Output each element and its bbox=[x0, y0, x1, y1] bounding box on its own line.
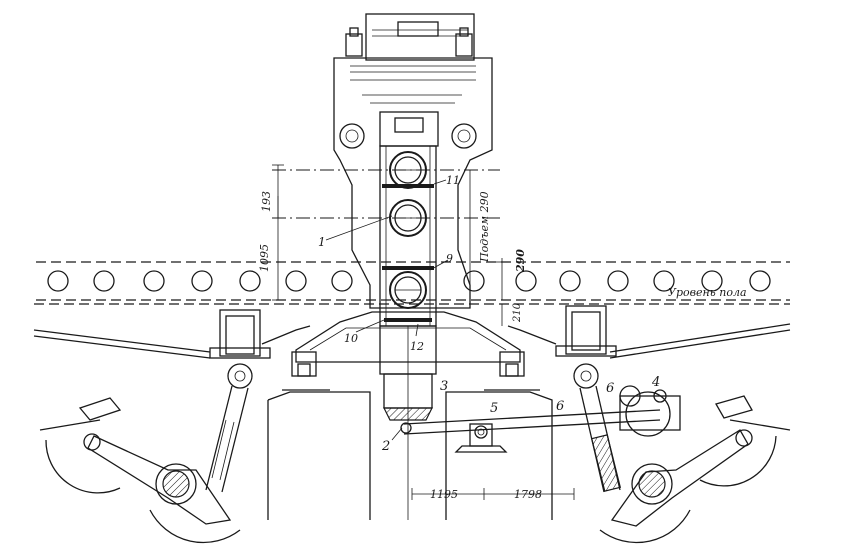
foundation-blocks bbox=[267, 389, 553, 520]
dim-1195-text: 1195 bbox=[430, 488, 458, 501]
dimension-1798: 1798 bbox=[483, 488, 575, 501]
callout-3: 3 bbox=[440, 379, 448, 394]
dimension-210: 210 bbox=[501, 302, 523, 326]
callout-1: 1 bbox=[318, 235, 326, 249]
callout-2: 2 bbox=[381, 439, 390, 454]
roll-lower bbox=[382, 266, 434, 322]
dimension-1195: 1195 bbox=[411, 488, 484, 501]
lift-290-text: Подъем 290 bbox=[478, 191, 491, 263]
dimension-1095: 1095 bbox=[258, 164, 284, 301]
stand-housing bbox=[333, 13, 493, 327]
dim-1798-text: 1798 bbox=[514, 488, 542, 501]
dim-210-text: 210 bbox=[512, 302, 523, 323]
lifting-traverse bbox=[33, 311, 791, 520]
callout-6a: 6 bbox=[556, 399, 564, 414]
roller-table bbox=[36, 261, 790, 301]
central-linkage bbox=[383, 385, 681, 453]
callout-11: 11 bbox=[446, 174, 460, 187]
dim-1095-text: 1095 bbox=[258, 244, 271, 272]
callout-10: 10 bbox=[344, 332, 358, 345]
dim-290-text: 290 bbox=[514, 249, 527, 273]
callout-9: 9 bbox=[446, 252, 453, 265]
callout-6b: 6 bbox=[606, 381, 614, 396]
callout-5: 5 bbox=[490, 401, 498, 416]
dimension-lift-290: Подъем 290 bbox=[469, 170, 491, 286]
left-lever-unit bbox=[39, 309, 271, 544]
dimension-290: 290 bbox=[496, 249, 527, 300]
right-lever-unit bbox=[555, 305, 791, 544]
callout-4: 4 bbox=[651, 375, 660, 390]
dimension-193: 193 bbox=[260, 191, 279, 218]
callouts: 1 2 3 4 5 6 6 9 10 11 12 bbox=[318, 174, 660, 454]
floor-level-label: Уровень пола bbox=[668, 286, 747, 299]
dim-193-text: 193 bbox=[260, 191, 273, 212]
callout-12: 12 bbox=[410, 340, 424, 353]
